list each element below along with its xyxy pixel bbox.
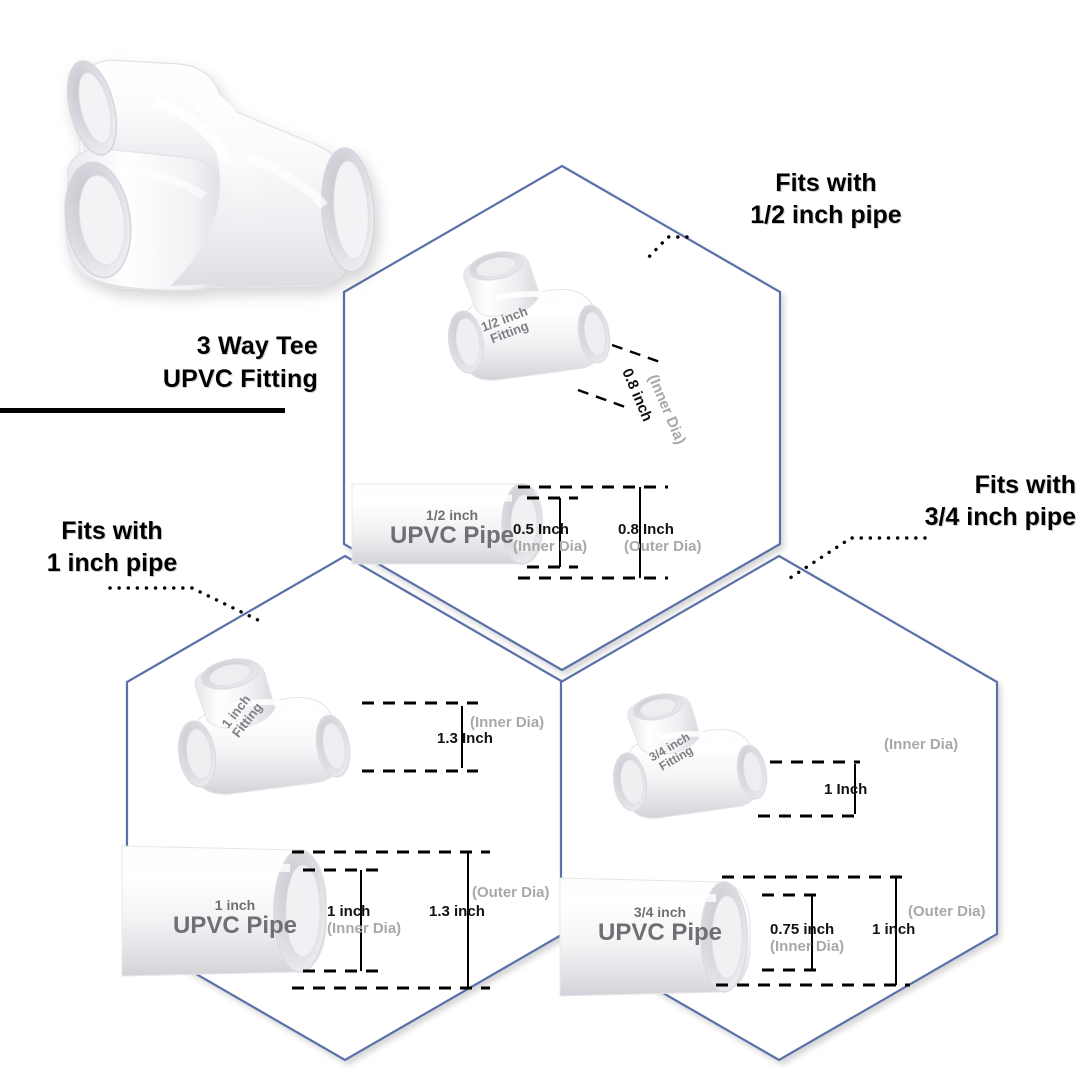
fitting-inner-dia-one-value: 1.3 Inch [437, 730, 493, 747]
pipe-outer-dia-three-quarter-note: (Outer Dia) [908, 903, 986, 920]
callout-half-line-2: 1/2 inch pipe [750, 200, 902, 229]
pipe-label-three-quarter: 3/4 inch UPVC Pipe [580, 904, 740, 947]
pipe-outer-dia-three-quarter: 1 inch [872, 921, 915, 939]
fitting-inner-dia-three-quarter-note: (Inner Dia) [884, 736, 959, 753]
pipe-label-half-line-1: 1/2 inch [425, 507, 479, 523]
pipe-outer-dia-half-note: (Outer Dia) [624, 538, 702, 556]
page-title-line-1: 3 Way Tee [196, 332, 318, 360]
pipe-inner-dia-half-note: (Inner Dia) [513, 538, 588, 556]
pipe-outer-dia-three-quarter-value: 1 inch [872, 921, 916, 938]
callout-fits-half-inch: Fits with 1/2 inch pipe [686, 168, 966, 231]
pipe-inner-dia-half-inch: 0.5 Inch (Inner Dia) [513, 521, 587, 556]
leader-line-half-inch [642, 235, 689, 264]
pipe-inner-dia-one-value: 1 inch [327, 903, 371, 920]
pipe-inner-dia-half-value: 0.5 Inch [513, 521, 569, 538]
leader-line-three-quarter [788, 536, 927, 580]
pipe-outer-dia-one-note-wrap: (Outer Dia) [472, 884, 550, 902]
leader-line-one-inch [108, 586, 264, 624]
pipe-inner-dia-three-quarter-value: 0.75 inch [770, 921, 835, 938]
fitting-inner-dia-one-note: (Inner Dia) [470, 714, 545, 731]
callout-fits-three-quarter: Fits with 3/4 inch pipe [760, 470, 1076, 533]
callout-fits-one-inch: Fits with 1 inch pipe [2, 516, 222, 579]
fitting-art-three-quarter [612, 693, 768, 819]
pipe-art-half-inch [351, 483, 543, 565]
pipe-art-three-quarter [559, 877, 751, 997]
pipe-inner-dia-one-note: (Inner Dia) [327, 920, 402, 938]
callout-one-line-2: 1 inch pipe [46, 548, 178, 577]
callout-three-quarter-line-2: 3/4 inch pipe [924, 502, 1076, 531]
page-title: 3 Way Tee UPVC Fitting [0, 330, 318, 396]
fitting-inner-dia-one-inch: 1.3 Inch [437, 730, 493, 748]
pipe-art-one-inch [121, 845, 327, 977]
callout-one-line-1: Fits with [61, 517, 163, 545]
pipe-inner-dia-three-quarter-note: (Inner Dia) [770, 938, 845, 956]
callout-three-quarter-line-1: Fits with [974, 471, 1076, 499]
pipe-outer-dia-three-quarter-note-wrap: (Outer Dia) [908, 903, 986, 921]
pipe-label-one-line-2: UPVC Pipe [172, 912, 298, 940]
pipe-label-one-inch: 1 inch UPVC Pipe [150, 897, 320, 940]
fitting-inner-dia-one-note-wrap: (Inner Dia) [470, 714, 544, 732]
fitting-inner-dia-three-quarter-note-wrap: (Inner Dia) [884, 736, 958, 754]
fitting-art-half-inch [447, 251, 611, 381]
page-title-line-2: UPVC Fitting [162, 365, 318, 393]
pipe-label-three-quarter-line-2: UPVC Pipe [597, 919, 723, 947]
pipe-outer-dia-one-note: (Outer Dia) [472, 884, 550, 901]
pipe-outer-dia-one-value: 1.3 inch [429, 903, 485, 920]
dimension-lines-fitting-half [577, 343, 661, 410]
pipe-inner-dia-one-inch: 1 inch (Inner Dia) [327, 903, 401, 938]
pipe-outer-dia-one-inch: 1.3 inch [429, 903, 485, 921]
pipe-label-three-quarter-line-1: 3/4 inch [633, 904, 687, 920]
dimension-lines-fitting-one [362, 701, 478, 773]
callout-half-line-1: Fits with [775, 169, 877, 197]
pipe-label-half-inch: 1/2 inch UPVC Pipe [372, 507, 532, 550]
dimension-lines-pipe-three-quarter [716, 875, 910, 987]
hero-product-image [52, 38, 392, 328]
dimension-lines-pipe-one [292, 850, 490, 990]
fitting-art-one-inch [177, 658, 351, 795]
pipe-outer-dia-half-inch: 0.8 Inch (Outer Dia) [618, 521, 702, 556]
title-underline [0, 408, 285, 413]
pipe-inner-dia-three-quarter: 0.75 inch (Inner Dia) [770, 921, 844, 956]
pipe-label-one-line-1: 1 inch [214, 897, 256, 913]
dimension-lines-fitting-three-quarter [758, 760, 860, 818]
pipe-outer-dia-half-value: 0.8 Inch [618, 521, 674, 538]
fitting-inner-dia-three-quarter-value: 1 Inch [824, 781, 868, 798]
pipe-label-half-line-2: UPVC Pipe [389, 522, 515, 550]
dimension-lines-pipe-half [518, 485, 668, 580]
fitting-inner-dia-three-quarter: 1 Inch [824, 781, 867, 799]
